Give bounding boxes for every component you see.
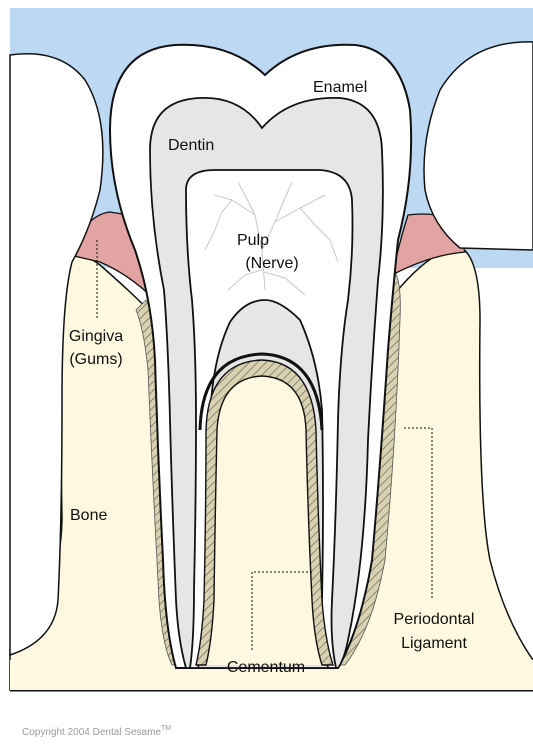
label-nerve: (Nerve) xyxy=(245,255,298,272)
trademark-superscript: TM xyxy=(161,725,171,732)
label-gingiva: Gingiva xyxy=(69,328,123,345)
base-line xyxy=(10,690,533,692)
label-pulp: Pulp xyxy=(237,232,269,249)
label-ligament: Ligament xyxy=(401,635,467,652)
label-enamel: Enamel xyxy=(313,79,367,96)
label-gums: (Gums) xyxy=(69,351,122,368)
copyright-text: Copyright 2004 Dental SesameTM xyxy=(22,725,171,738)
label-dentin: Dentin xyxy=(168,137,214,154)
label-bone: Bone xyxy=(70,507,107,524)
label-cementum: Cementum xyxy=(227,659,305,676)
label-periodontal: Periodontal xyxy=(394,611,475,628)
